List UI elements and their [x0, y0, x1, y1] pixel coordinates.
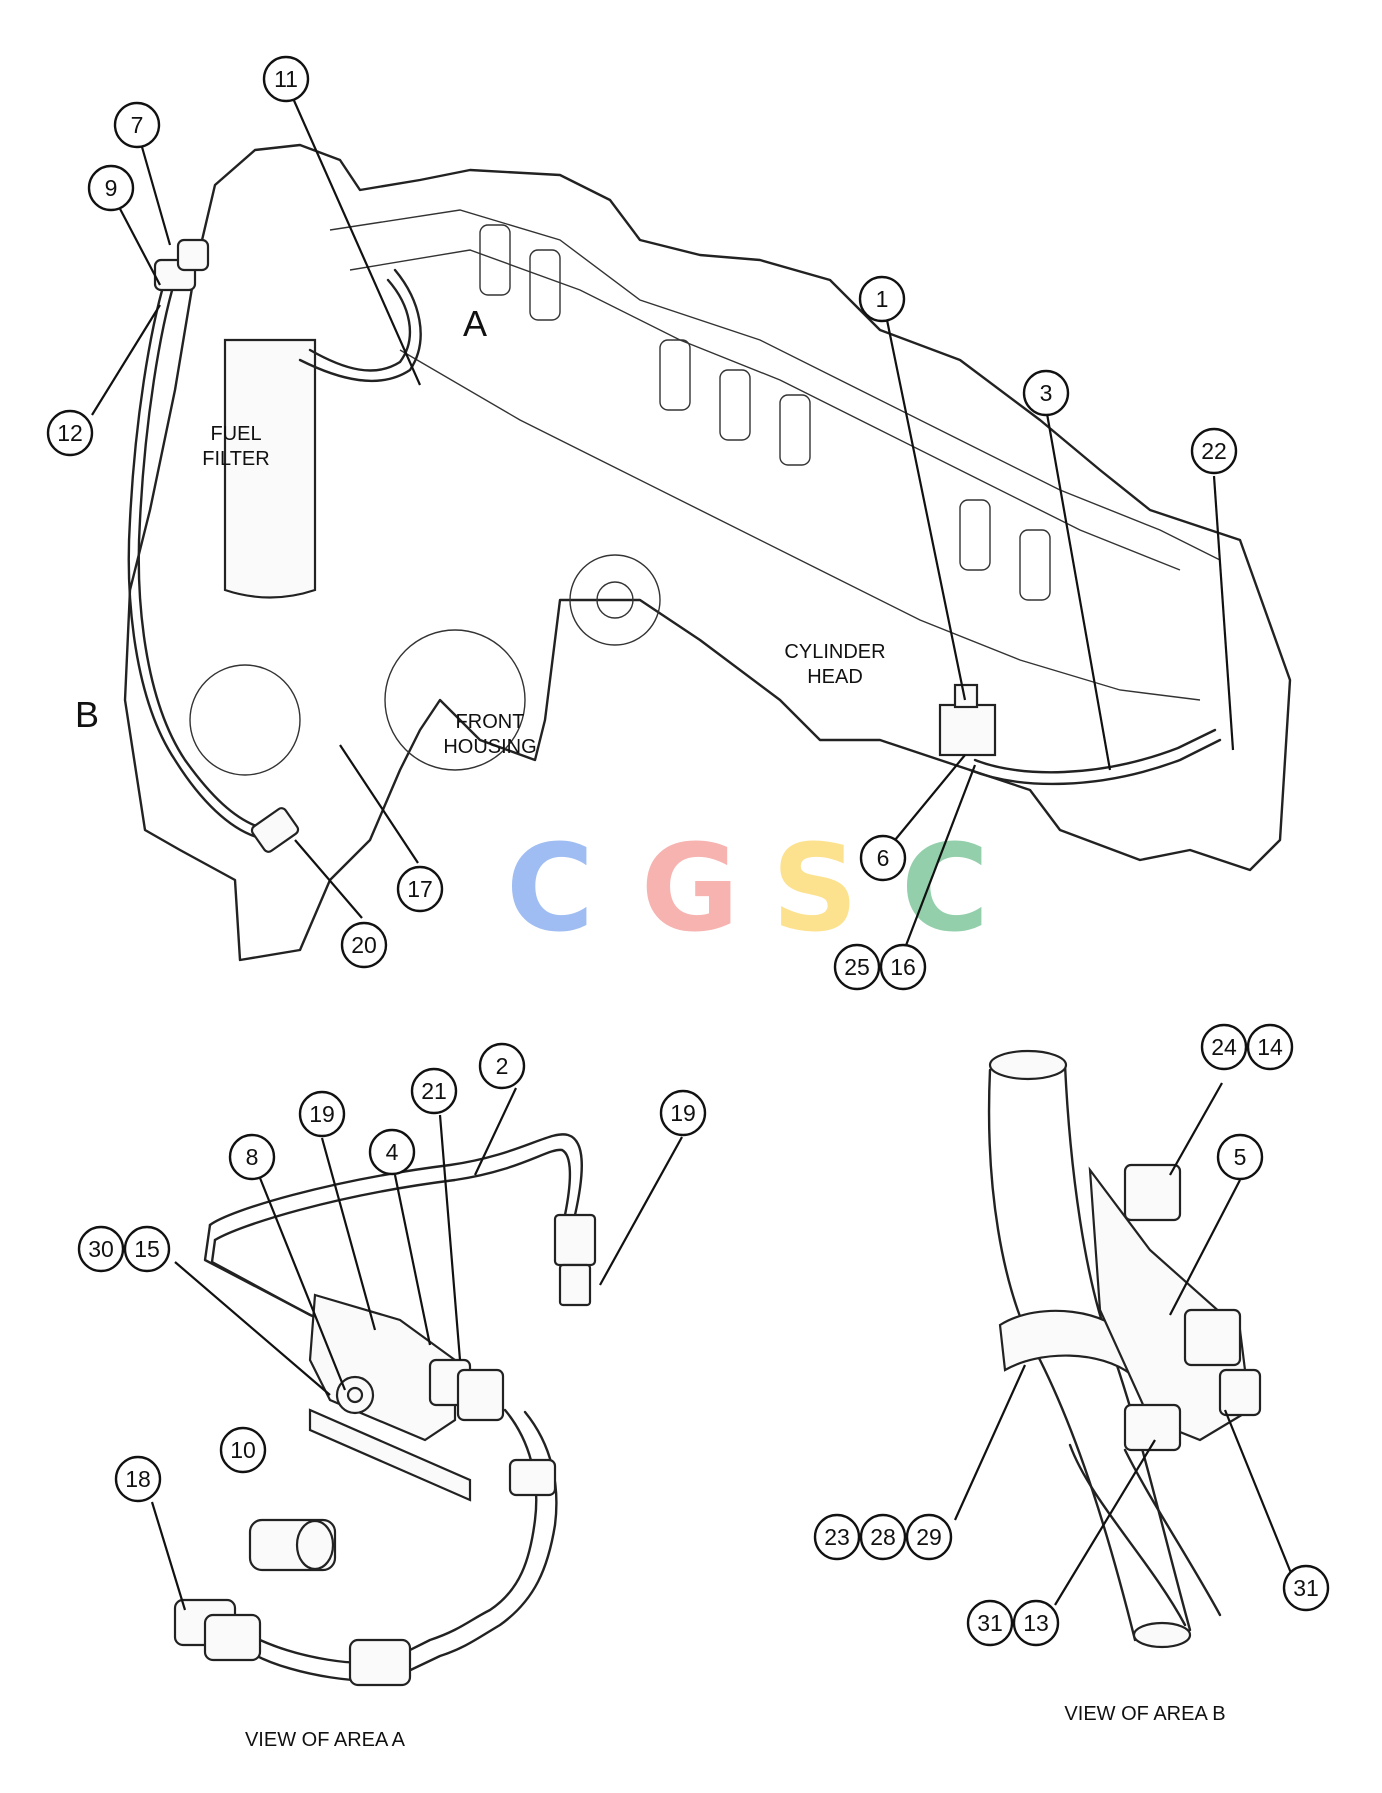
svg-text:11: 11: [274, 66, 298, 92]
callout-12: 12: [46, 409, 94, 457]
area-b-marker: B: [75, 694, 99, 735]
watermark-letter-g: G: [641, 820, 740, 959]
view-area-a-illustration: [173, 1133, 597, 1687]
callout-19-left: 19: [298, 1090, 346, 1138]
svg-text:10: 10: [230, 1437, 256, 1463]
svg-text:29: 29: [916, 1524, 942, 1550]
callout-31-right: 31: [1282, 1564, 1330, 1612]
svg-text:18: 18: [125, 1466, 151, 1492]
svg-text:31: 31: [1293, 1575, 1319, 1601]
svg-text:2: 2: [496, 1053, 509, 1079]
area-a-marker: A: [463, 303, 487, 344]
leader-lines: [91, 95, 1295, 1611]
svg-text:21: 21: [421, 1078, 447, 1104]
callout-18: 18: [114, 1455, 162, 1503]
front-housing-label-line2: HOUSING: [443, 736, 536, 758]
callout-6: 6: [859, 834, 907, 882]
svg-text:9: 9: [105, 175, 118, 201]
svg-text:19: 19: [309, 1101, 335, 1127]
view-area-b-caption: VIEW OF AREA B: [1064, 1703, 1225, 1725]
callout-15: 15: [123, 1225, 171, 1273]
view-area-a-caption: VIEW OF AREA A: [245, 1729, 406, 1751]
svg-text:16: 16: [890, 954, 916, 980]
callout-7: 7: [113, 101, 161, 149]
cylinder-head-label-line1: CYLINDER: [784, 641, 885, 663]
callout-22: 22: [1190, 427, 1238, 475]
svg-text:5: 5: [1234, 1144, 1247, 1170]
callout-23: 23: [813, 1513, 861, 1561]
svg-text:14: 14: [1257, 1034, 1283, 1060]
callout-31-left: 31: [966, 1599, 1014, 1647]
callout-13: 13: [1012, 1599, 1060, 1647]
svg-text:6: 6: [877, 845, 890, 871]
cgsc-watermark: C G S C: [506, 820, 989, 959]
svg-text:28: 28: [870, 1524, 896, 1550]
svg-text:4: 4: [386, 1139, 399, 1165]
callout-16: 16: [879, 943, 927, 991]
engine-illustration: [123, 143, 1292, 962]
svg-text:15: 15: [134, 1236, 160, 1262]
callout-2: 2: [478, 1042, 526, 1090]
watermark-letter-c1: C: [506, 820, 594, 959]
callout-28: 28: [859, 1513, 907, 1561]
callout-3: 3: [1022, 369, 1070, 417]
svg-text:19: 19: [670, 1100, 696, 1126]
callout-8: 8: [228, 1133, 276, 1181]
svg-text:8: 8: [246, 1144, 259, 1170]
callout-1: 1: [858, 275, 906, 323]
callout-29: 29: [905, 1513, 953, 1561]
callout-14: 14: [1246, 1023, 1294, 1071]
callout-21: 21: [410, 1067, 458, 1115]
view-area-b-illustration: [987, 1049, 1262, 1649]
svg-text:13: 13: [1023, 1610, 1049, 1636]
callout-11: 11: [262, 55, 310, 103]
svg-text:31: 31: [977, 1610, 1003, 1636]
callout-10: 10: [219, 1426, 267, 1474]
callout-4: 4: [368, 1128, 416, 1176]
watermark-letter-s: S: [772, 820, 858, 959]
svg-text:24: 24: [1211, 1034, 1237, 1060]
callout-20: 20: [340, 921, 388, 969]
callout-9: 9: [87, 164, 135, 212]
svg-text:7: 7: [131, 112, 144, 138]
svg-text:17: 17: [407, 876, 433, 902]
svg-text:1: 1: [876, 286, 889, 312]
svg-text:22: 22: [1201, 438, 1227, 464]
front-housing-label-line1: FRONT: [456, 711, 525, 733]
callout-5: 5: [1216, 1133, 1264, 1181]
svg-text:3: 3: [1040, 380, 1053, 406]
callout-25: 25: [833, 943, 881, 991]
callout-bubbles: 11 7 9 12 1 3 22 6 25 16 17 20 2 21 19 1…: [46, 55, 1330, 1647]
svg-text:30: 30: [88, 1236, 114, 1262]
svg-text:20: 20: [351, 932, 377, 958]
callout-24: 24: [1200, 1023, 1248, 1071]
callout-17: 17: [396, 865, 444, 913]
fuel-filter-label-line2: FILTER: [202, 448, 269, 470]
callout-19-right: 19: [659, 1089, 707, 1137]
svg-text:23: 23: [824, 1524, 850, 1550]
svg-text:25: 25: [844, 954, 870, 980]
cylinder-head-label-line2: HEAD: [807, 666, 863, 688]
callout-30: 30: [77, 1225, 125, 1273]
svg-text:12: 12: [57, 420, 83, 446]
fuel-filter-label-line1: FUEL: [210, 423, 261, 445]
